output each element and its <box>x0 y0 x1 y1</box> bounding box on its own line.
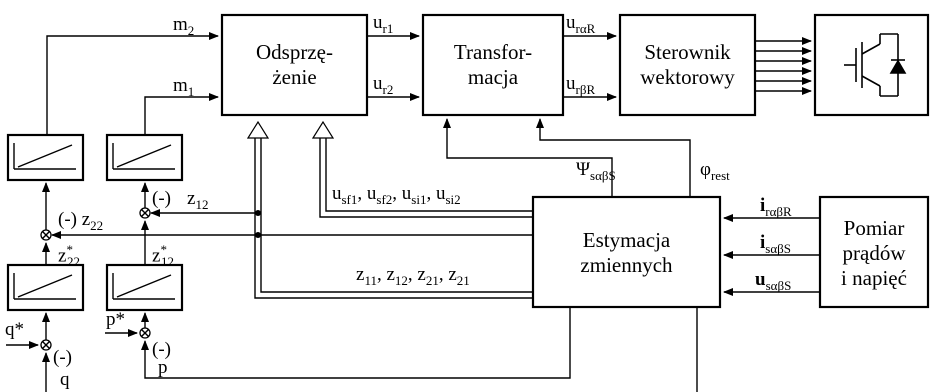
sum-junction-q-inner <box>40 229 52 241</box>
phi-label: φrest <box>700 159 730 183</box>
inverter-block <box>813 13 930 117</box>
q-label: q <box>60 369 70 390</box>
z12-neg-label: (-) <box>152 188 171 209</box>
ir-label: irαβR <box>760 195 792 219</box>
usf-label: usf1, usf2, usi1, usi2 <box>332 183 461 207</box>
limiter-block-q-upper <box>6 133 85 182</box>
z12-ref-label: z*12 <box>152 242 174 270</box>
transformation-block <box>421 13 565 117</box>
limiter-block-p-lower <box>105 263 184 312</box>
decoupling-block <box>220 13 369 117</box>
ur2-label: ur2 <box>373 73 394 97</box>
m2-line <box>46 32 219 135</box>
decoupling-label: Odsprzę-żenie <box>256 40 333 90</box>
p-feedback-line <box>141 307 571 379</box>
m1-label: m1 <box>173 75 195 99</box>
transformation-label: Transfor-macja <box>453 40 533 90</box>
m1-line <box>144 93 219 135</box>
z22-ref-label: z*22 <box>58 242 80 270</box>
usf-bus-arrow <box>311 120 533 218</box>
psi-line <box>443 118 613 197</box>
is-label: isαβS <box>760 232 791 256</box>
vector-controller-block <box>618 13 757 117</box>
sum-junction-p-inner <box>139 207 151 219</box>
uraR-label: urαR <box>566 12 596 36</box>
p-ref-label: p* <box>106 309 125 330</box>
z-label: z11, z12, z21, z21 <box>356 264 470 288</box>
p-label: p <box>158 357 168 378</box>
q-ref-label: q* <box>5 319 24 340</box>
q-neg-label: (-) <box>53 347 72 368</box>
z22-label: (-) z22 <box>58 209 104 233</box>
m2-label: m2 <box>173 14 195 38</box>
limiter-block-q-lower <box>6 263 85 312</box>
limiter-block-p-upper <box>105 133 184 182</box>
p-neg-label: (-) <box>152 339 171 360</box>
estimation-block <box>531 195 722 309</box>
us-label: usαβS <box>755 269 792 293</box>
ur1-label: ur1 <box>373 12 394 36</box>
sum-junction-q-outer <box>40 339 52 351</box>
measurement-block <box>818 195 930 309</box>
pwm-signals <box>755 37 812 95</box>
z12-label: z12 <box>187 188 209 212</box>
psi-label: ΨsαβS <box>576 159 616 183</box>
phi-line <box>536 118 691 197</box>
urbR-label: urβR <box>566 73 596 97</box>
igbt-icon <box>844 33 907 97</box>
sum-junction-p-outer <box>139 327 151 339</box>
z-bus-arrow <box>246 120 533 299</box>
